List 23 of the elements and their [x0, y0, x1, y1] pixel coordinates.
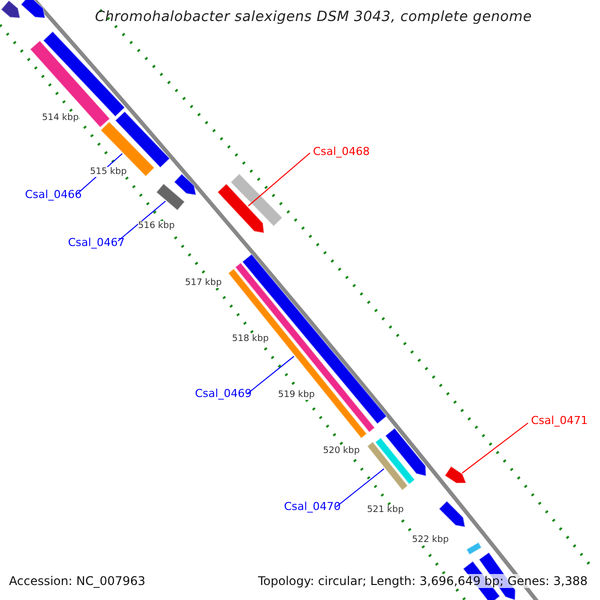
- leader-line: [248, 152, 310, 206]
- scale-label: 520 kbp: [323, 446, 360, 456]
- gene-name: Csal_0466: [25, 188, 82, 201]
- gene-bar: [366, 441, 408, 491]
- gene-bar: [444, 466, 467, 484]
- scale-label: 518 kbp: [232, 334, 269, 344]
- leader-line: [118, 200, 166, 242]
- leader-line: [462, 422, 528, 474]
- scale-label: 522 kbp: [412, 535, 449, 545]
- scale-label: 519 kbp: [278, 390, 315, 400]
- accession-text: Accession: NC_007963: [9, 574, 146, 588]
- gene-name: Csal_0467: [68, 236, 125, 249]
- gene-name: Csal_0470: [284, 500, 341, 513]
- leader-line: [246, 356, 294, 394]
- gene-name: Csal_0468: [313, 145, 370, 158]
- genome-info-text: Topology: circular; Length: 3,696,649 bp; Genes: 3,388: [258, 574, 588, 588]
- leader-line: [336, 468, 384, 508]
- gene-bar: [156, 183, 186, 211]
- gene-name: Csal_0469: [195, 387, 252, 400]
- scale-label: 515 kbp: [90, 167, 127, 177]
- gene-name: Csal_0471: [531, 414, 588, 427]
- title: Chromohalobacter salexigens DSM 3043, complete genome: [95, 9, 532, 25]
- gene-bar: [216, 183, 265, 234]
